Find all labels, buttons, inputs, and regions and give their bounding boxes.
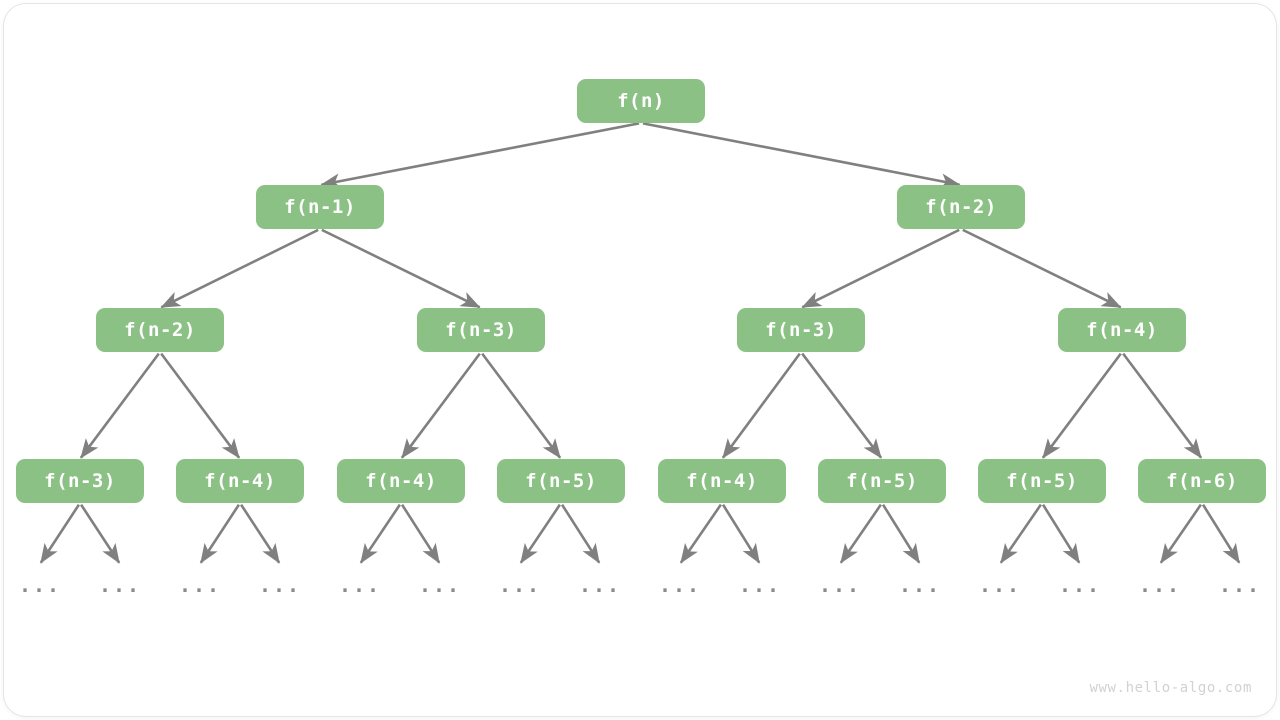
tree-node-label: f(n-3) xyxy=(44,470,116,492)
tree-node: f(n-1) xyxy=(256,185,384,229)
leaf-ellipsis: ... xyxy=(978,573,1022,597)
leaf-ellipsis: ... xyxy=(258,573,302,597)
tree-node-label: f(n-3) xyxy=(765,319,837,341)
leaf-ellipsis: ... xyxy=(1058,573,1102,597)
leaf-ellipsis: ... xyxy=(1138,573,1182,597)
leaf-ellipsis: ... xyxy=(658,573,702,597)
tree-node: f(n-3) xyxy=(737,308,865,352)
tree-node: f(n-4) xyxy=(176,459,304,503)
tree-node: f(n-3) xyxy=(417,308,545,352)
leaf-ellipsis: ... xyxy=(18,573,62,597)
tree-node-label: f(n-4) xyxy=(686,470,758,492)
tree-node-label: f(n-4) xyxy=(365,470,437,492)
tree-node: f(n-4) xyxy=(658,459,786,503)
leaf-ellipsis: ... xyxy=(738,573,782,597)
leaf-ellipsis: ... xyxy=(418,573,462,597)
tree-node-label: f(n-5) xyxy=(846,470,918,492)
tree-node: f(n-6) xyxy=(1138,459,1266,503)
leaf-ellipsis: ... xyxy=(898,573,942,597)
tree-node: f(n) xyxy=(577,79,705,123)
leaf-ellipsis: ... xyxy=(578,573,622,597)
tree-node-label: f(n-2) xyxy=(925,196,997,218)
tree-node: f(n-3) xyxy=(16,459,144,503)
tree-node: f(n-4) xyxy=(337,459,465,503)
tree-node-label: f(n-5) xyxy=(1006,470,1078,492)
tree-node-label: f(n-2) xyxy=(124,319,196,341)
tree-node: f(n-5) xyxy=(978,459,1106,503)
tree-node-label: f(n-6) xyxy=(1166,470,1238,492)
watermark: www.hello-algo.com xyxy=(1089,680,1252,696)
tree-node-label: f(n) xyxy=(617,90,665,112)
leaf-ellipsis: ... xyxy=(1218,573,1262,597)
tree-node: f(n-2) xyxy=(96,308,224,352)
leaf-ellipsis: ... xyxy=(98,573,142,597)
leaf-ellipsis: ... xyxy=(178,573,222,597)
tree-node-label: f(n-4) xyxy=(204,470,276,492)
leaf-ellipsis: ... xyxy=(818,573,862,597)
tree-node: f(n-5) xyxy=(818,459,946,503)
tree-node: f(n-2) xyxy=(897,185,1025,229)
tree-node: f(n-4) xyxy=(1058,308,1186,352)
leaf-ellipsis: ... xyxy=(498,573,542,597)
tree-node-label: f(n-5) xyxy=(525,470,597,492)
tree-node-label: f(n-3) xyxy=(445,319,517,341)
leaf-ellipsis: ... xyxy=(338,573,382,597)
tree-node-label: f(n-4) xyxy=(1086,319,1158,341)
tree-node: f(n-5) xyxy=(497,459,625,503)
tree-node-label: f(n-1) xyxy=(284,196,356,218)
